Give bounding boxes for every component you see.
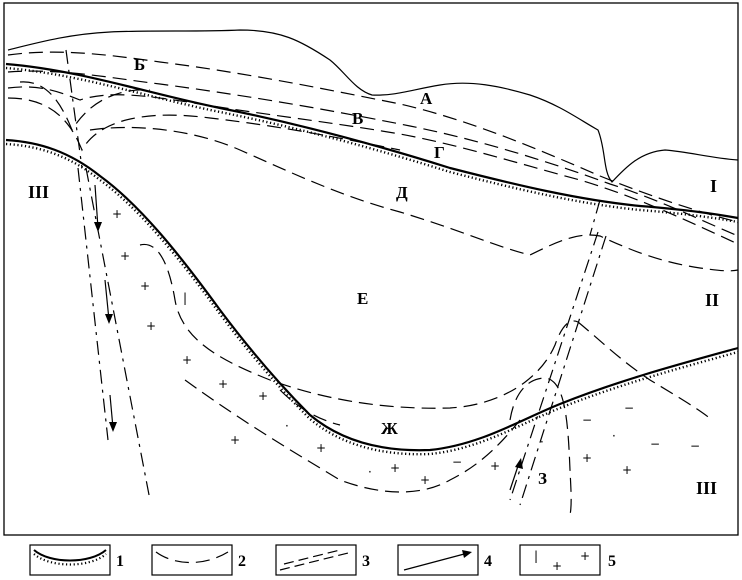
svg-text:+: + (230, 433, 240, 447)
zone-label-right-mid: II (705, 290, 719, 310)
svg-text:+: + (182, 353, 192, 367)
svg-text:−: − (690, 439, 700, 453)
legend-number-5: 5 (608, 553, 616, 570)
svg-text:−: − (452, 455, 462, 469)
unconformity-upper (6, 64, 738, 218)
svg-text:·: · (540, 435, 544, 449)
fault-line-left-1 (78, 168, 108, 440)
legend-item-5: | + + 5 (520, 545, 616, 575)
legend-number-3: 3 (362, 553, 370, 570)
legend: 1 2 3 4 | + + 5 (30, 545, 616, 575)
svg-text:+: + (146, 319, 156, 333)
layer-boundary-d (90, 127, 738, 270)
fault-arrow-4 (510, 458, 523, 490)
svg-text:+: + (120, 249, 130, 263)
svg-text:−: − (624, 401, 634, 415)
zone-label-right-top: I (710, 176, 717, 196)
legend-number-1: 1 (116, 553, 124, 570)
fault-arrow-3 (109, 395, 117, 432)
label-g: Г (434, 143, 445, 162)
legend-item-3: 3 (276, 545, 370, 575)
svg-text:+: + (490, 459, 500, 473)
svg-text:−: − (582, 413, 592, 427)
svg-text:+: + (420, 473, 430, 487)
label-a: А (420, 89, 433, 108)
legend-number-2: 2 (238, 553, 246, 570)
svg-text:·: · (612, 429, 616, 443)
fault-line-right-2 (520, 236, 606, 505)
zone-label-right-bottom: III (696, 478, 717, 498)
zone-label-left: III (28, 182, 49, 202)
svg-text:+: + (112, 207, 122, 221)
fault-arrow-1 (94, 185, 102, 232)
label-z: З (538, 469, 547, 488)
svg-text:|: | (534, 549, 538, 563)
legend-item-1: 1 (30, 545, 124, 575)
layer-boundary-right (578, 322, 712, 420)
layer-boundary-b-left (20, 82, 150, 130)
svg-text:+: + (390, 461, 400, 475)
svg-text:+: + (218, 377, 228, 391)
label-d: Д (396, 183, 408, 202)
label-b: Б (134, 55, 145, 74)
svg-text:·: · (285, 419, 289, 433)
svg-text:−: − (650, 437, 660, 451)
label-zh: Ж (381, 419, 398, 438)
svg-text:+: + (258, 389, 268, 403)
granite-symbols: + + + + + + + + + + + + + + | · · − − − … (112, 207, 700, 487)
svg-text:+: + (552, 559, 562, 573)
svg-text:|: | (183, 291, 187, 305)
label-v: В (352, 109, 363, 128)
legend-number-4: 4 (484, 553, 492, 570)
layer-boundary-e-inner (140, 244, 578, 408)
svg-text:+: + (580, 549, 590, 563)
topographic-surface (8, 30, 738, 182)
svg-text:·: · (368, 465, 372, 479)
fault-line-left-3 (66, 50, 82, 168)
svg-text:+: + (582, 451, 592, 465)
legend-item-2: 2 (152, 545, 246, 575)
svg-text:+: + (140, 279, 150, 293)
svg-text:+: + (622, 463, 632, 477)
svg-text:+: + (316, 441, 326, 455)
layer-boundary-v2 (8, 98, 400, 150)
legend-item-4: 4 (398, 545, 492, 575)
label-e: Е (357, 289, 368, 308)
